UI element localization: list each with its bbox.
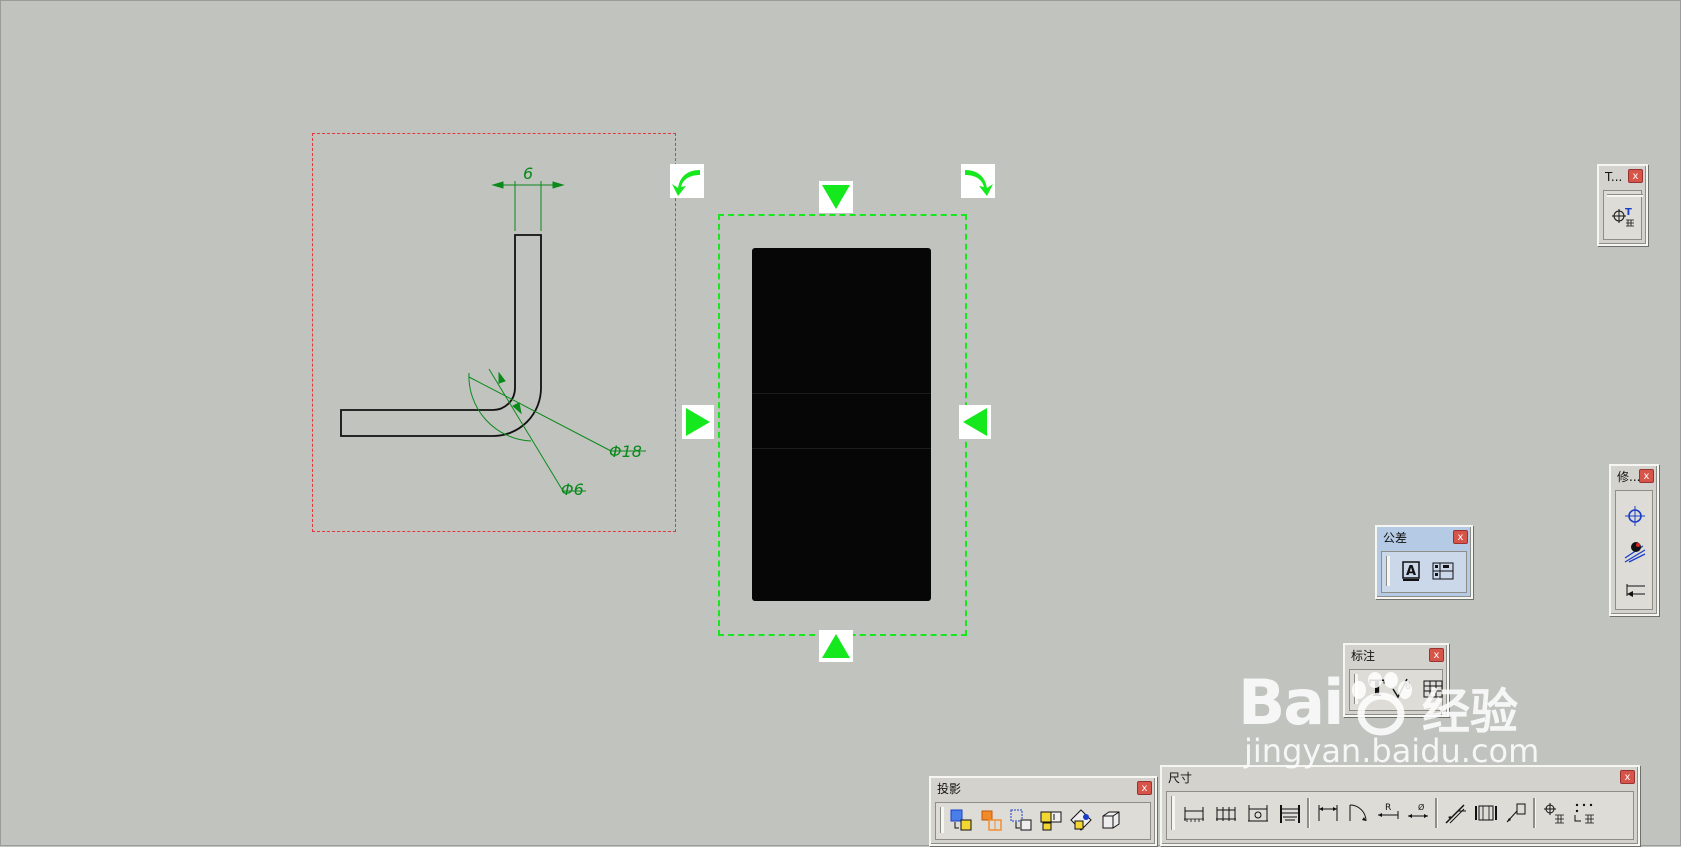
rotate-left-icon[interactable] [670, 164, 704, 198]
modify-toolbar[interactable]: 修... x [1609, 464, 1659, 616]
hole-note-icon[interactable]: T [1611, 205, 1637, 231]
horizontal-dimension-icon[interactable] [1315, 800, 1341, 826]
dimension-toolbar[interactable]: 尺寸 x R Ø [1160, 765, 1640, 846]
close-icon[interactable]: x [1620, 770, 1635, 784]
panel-title: T... [1605, 170, 1623, 184]
svg-text:R: R [1385, 803, 1391, 813]
leader-dimension-icon[interactable] [1503, 800, 1529, 826]
hatch-icon[interactable] [1622, 539, 1648, 565]
panel-title: 投影 [937, 782, 962, 796]
angle-dimension-icon[interactable] [1345, 800, 1371, 826]
projection-toolbar[interactable]: 投影 x [929, 776, 1157, 846]
arrow-leader-icon[interactable] [1622, 577, 1648, 603]
radius-dimension-icon[interactable]: R [1375, 800, 1401, 826]
close-icon[interactable]: x [1453, 530, 1468, 544]
svg-text:T: T [1625, 207, 1632, 218]
text-toolbar[interactable]: T... x T [1597, 164, 1648, 246]
watermark-brand: Bai [1238, 666, 1344, 739]
linear-dimension-icon[interactable] [1181, 800, 1207, 826]
watermark-paw-icon [1345, 672, 1417, 740]
chamfer-dimension-icon[interactable] [1443, 800, 1469, 826]
geometric-tolerance-icon[interactable] [1430, 558, 1456, 584]
bent-rod-outline [340, 234, 542, 437]
dimension-lines [468, 181, 646, 492]
arrow-right-icon[interactable] [682, 405, 714, 439]
panel-title: 公差 [1383, 531, 1408, 545]
3d-view-icon[interactable] [1098, 807, 1124, 833]
fit-dimension-icon[interactable] [1473, 800, 1499, 826]
solid-body-view[interactable] [752, 248, 931, 601]
chain-dimension-icon[interactable] [1245, 800, 1271, 826]
close-icon[interactable]: x [1429, 648, 1444, 662]
rotate-right-icon[interactable] [961, 164, 995, 198]
panel-title: 标注 [1351, 649, 1376, 663]
projection-view-frame[interactable] [312, 133, 676, 532]
arrow-left-icon[interactable] [959, 405, 991, 439]
close-icon[interactable]: x [1137, 781, 1152, 795]
watermark-suffix: 经验 [1422, 684, 1519, 740]
section-view-icon[interactable] [1038, 807, 1064, 833]
dimension-outer-diameter-label: Φ18 [609, 442, 642, 461]
coordinate-table-icon[interactable] [1571, 800, 1597, 826]
panel-title: 尺寸 [1168, 771, 1193, 785]
diameter-dimension-icon[interactable]: Ø [1405, 800, 1431, 826]
ordinate-dimension-icon[interactable] [1277, 800, 1303, 826]
svg-text:A: A [1406, 564, 1416, 579]
table-icon[interactable] [1420, 676, 1446, 702]
standard-views-icon[interactable] [948, 807, 974, 833]
projected-view-icon[interactable] [978, 807, 1004, 833]
panel-title: 修... [1617, 470, 1641, 484]
dimension-width-label: 6 [523, 164, 533, 183]
dimension-inner-diameter-label: Φ6 [561, 480, 584, 499]
auxiliary-view-icon[interactable] [1008, 807, 1034, 833]
arrow-up-icon[interactable] [819, 630, 853, 662]
svg-text:Ø: Ø [1418, 802, 1424, 812]
hole-table-icon[interactable] [1541, 800, 1567, 826]
arrow-down-icon[interactable] [819, 181, 853, 213]
baseline-dimension-icon[interactable] [1213, 800, 1239, 826]
center-mark-icon[interactable] [1622, 503, 1648, 529]
tolerance-toolbar[interactable]: 公差 x A [1375, 525, 1473, 599]
close-icon[interactable]: x [1639, 469, 1654, 483]
close-icon[interactable]: x [1628, 169, 1643, 183]
detail-view-icon[interactable] [1068, 807, 1094, 833]
datum-feature-icon[interactable]: A [1398, 558, 1424, 584]
watermark-url: jingyan.baidu.com [1244, 732, 1540, 770]
